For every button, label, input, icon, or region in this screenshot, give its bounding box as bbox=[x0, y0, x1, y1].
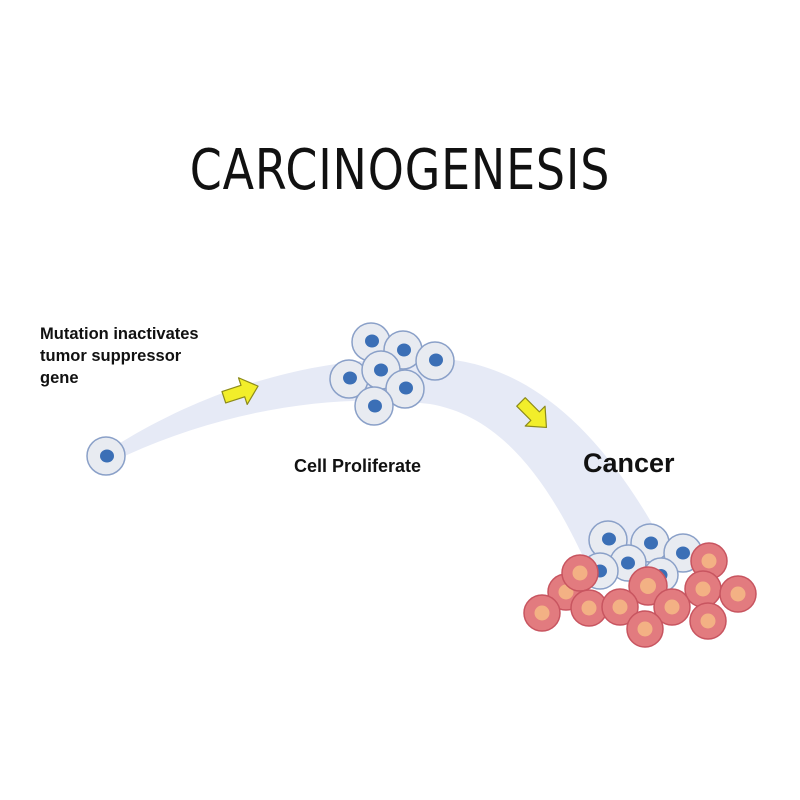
mutation-label: Mutation inactivates tumor suppressor ge… bbox=[40, 323, 199, 389]
arrow-icon bbox=[516, 397, 548, 429]
cancer-label: Cancer bbox=[583, 448, 675, 478]
arrow-icon bbox=[221, 377, 259, 405]
mutation-label-line: gene bbox=[40, 369, 79, 387]
proliferating-cell-cluster bbox=[329, 322, 455, 426]
normal-cell bbox=[86, 436, 126, 476]
diagram-title: CARCINOGENESIS bbox=[189, 138, 611, 203]
mutation-label-line: Mutation inactivates bbox=[40, 325, 199, 343]
tumor-mass bbox=[523, 520, 757, 648]
mutation-label-line: tumor suppressor bbox=[40, 347, 182, 365]
proliferation-label: Cell Proliferate bbox=[294, 456, 422, 476]
